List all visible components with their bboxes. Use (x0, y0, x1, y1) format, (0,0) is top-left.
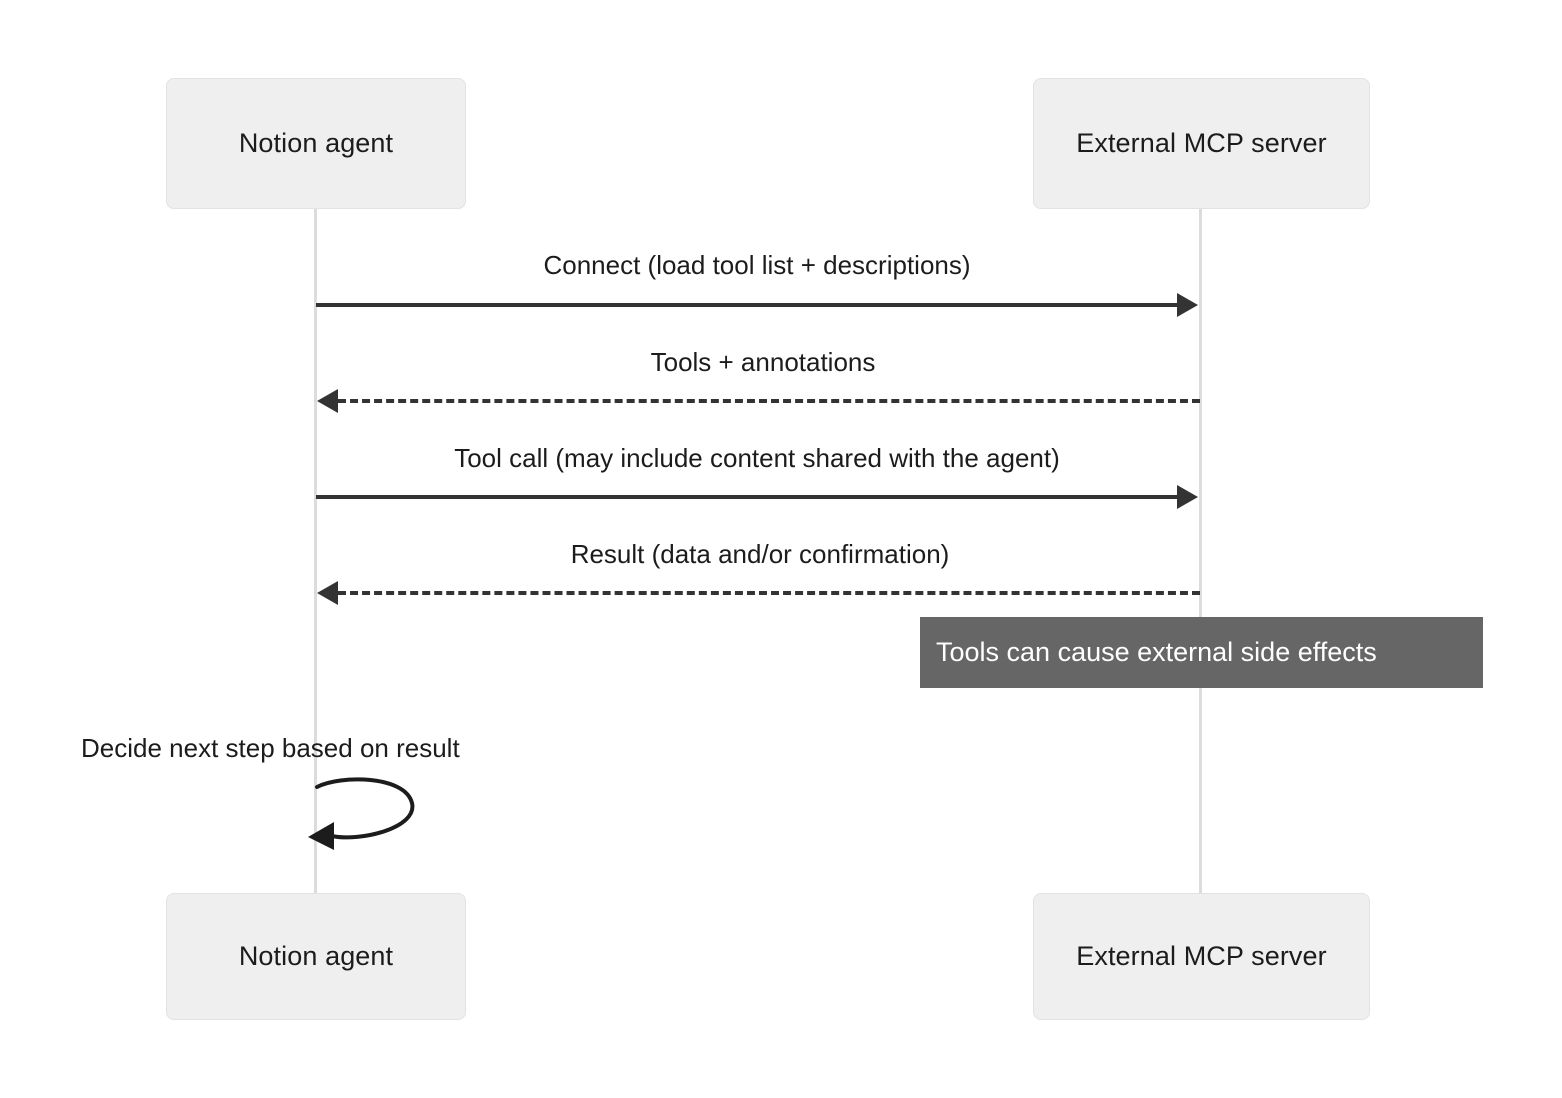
message-label-connect: Connect (load tool list + descriptions) (543, 250, 971, 280)
message-label-result: Result (data and/or confirmation) (570, 539, 950, 569)
self-message-loop-path (315, 777, 415, 840)
note-text: Tools can cause external side effects (936, 637, 1377, 667)
message-line-tool-call (316, 495, 1181, 499)
message-label-tools-annotations: Tools + annotations (650, 347, 876, 377)
self-message-loop-arrowhead (308, 822, 334, 850)
participant-box-external-mcp-server-bottom[interactable]: External MCP server (1033, 893, 1370, 1020)
message-line-result (338, 591, 1200, 595)
participant-box-notion-agent-bottom[interactable]: Notion agent (166, 893, 466, 1020)
note-external-side-effects: Tools can cause external side effects (920, 617, 1483, 688)
participant-label-notion-agent-bottom: Notion agent (238, 941, 394, 971)
message-label-tool-call: Tool call (may include content shared wi… (454, 443, 1060, 473)
message-arrowhead-connect (1177, 293, 1198, 317)
message-arrowhead-tool-call (1177, 485, 1198, 509)
self-message-loop-arrow (308, 777, 415, 850)
message-line-tools-annotations (338, 399, 1200, 403)
lifeline-external-mcp-server (1199, 209, 1202, 893)
lifeline-notion-agent (314, 209, 317, 893)
message-line-connect (316, 303, 1181, 307)
message-arrowhead-tools-annotations (317, 389, 338, 413)
message-arrowhead-result (317, 581, 338, 605)
participant-box-notion-agent-top[interactable]: Notion agent (166, 78, 466, 209)
participant-label-notion-agent-top: Notion agent (238, 128, 394, 158)
participant-box-external-mcp-server-top[interactable]: External MCP server (1033, 78, 1370, 209)
participant-label-external-mcp-server-bottom: External MCP server (1076, 941, 1327, 971)
self-message-label-decide-next-step: Decide next step based on result (81, 733, 460, 763)
participant-label-external-mcp-server-top: External MCP server (1076, 128, 1327, 158)
